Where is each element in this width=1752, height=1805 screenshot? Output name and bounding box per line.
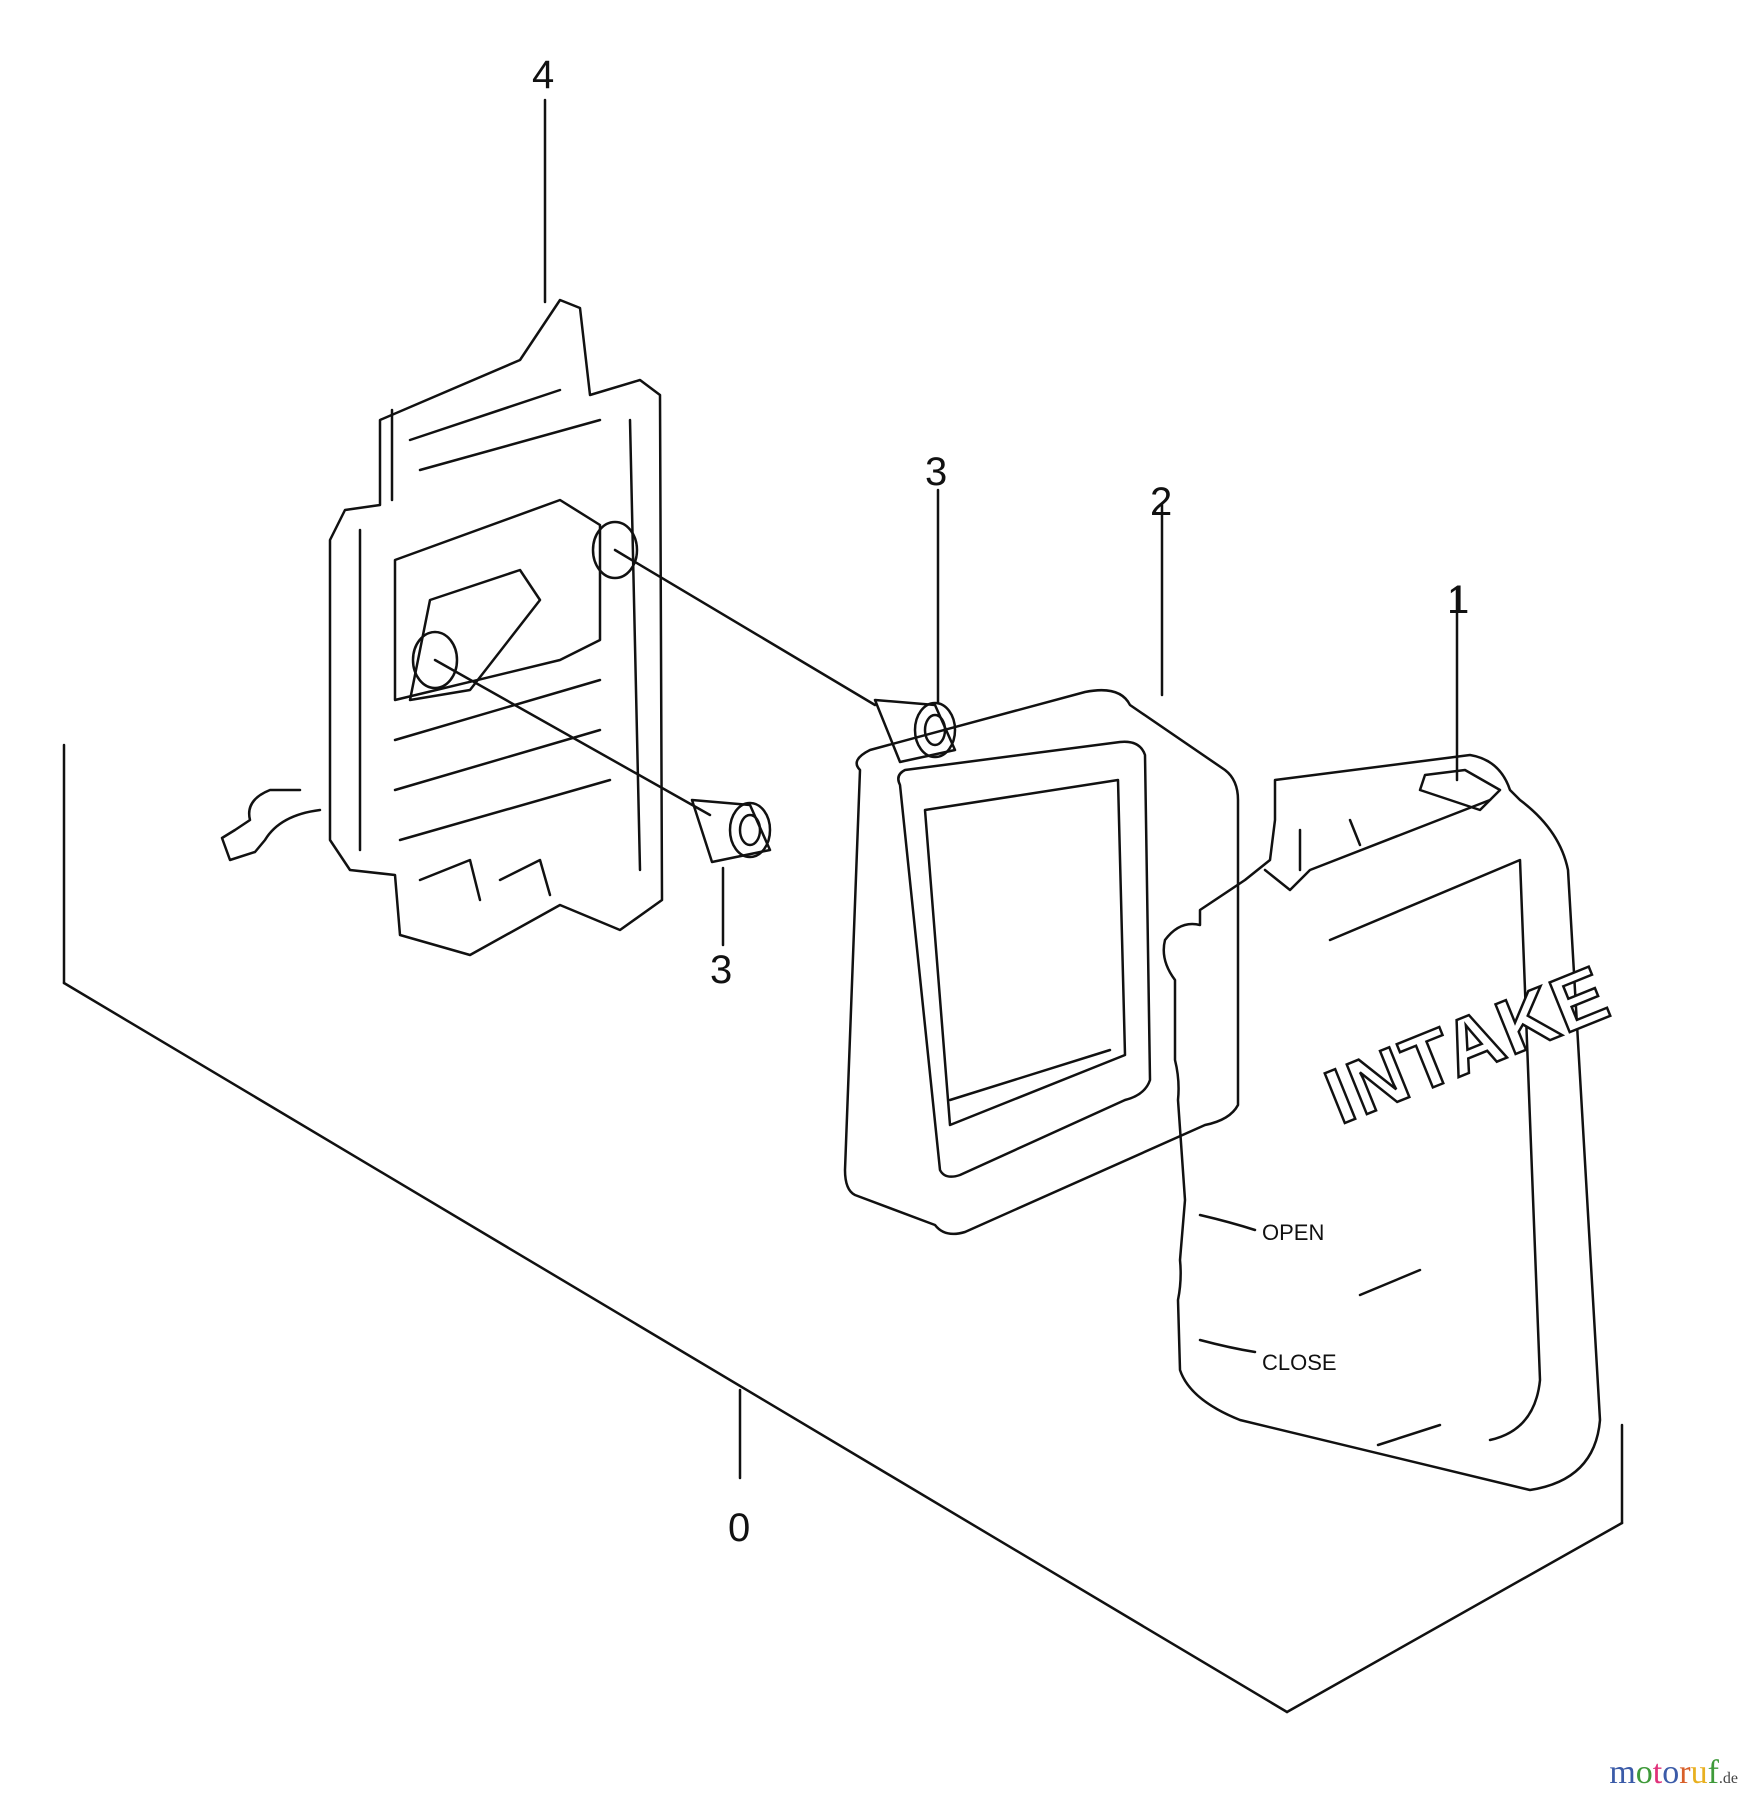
air-cleaner-base-drawing [220, 98, 664, 957]
callout-3-upper: 3 [925, 450, 948, 494]
open-label: OPEN [1262, 1220, 1324, 1245]
watermark-letter: f [1707, 1754, 1719, 1791]
cover-text: INTAKE OPEN CLOSE [1262, 947, 1623, 1375]
watermark-logo: motoruf.de [1609, 1754, 1738, 1792]
close-label: CLOSE [1262, 1350, 1337, 1375]
watermark-letter: m [1609, 1754, 1636, 1791]
watermark-letter: u [1690, 1754, 1708, 1791]
bushing-upper-drawing [873, 488, 957, 764]
watermark-tld: .de [1718, 1770, 1738, 1787]
callout-2: 2 [1150, 480, 1173, 524]
intake-cover-drawing [1162, 588, 1602, 1492]
watermark-letter: r [1679, 1754, 1691, 1791]
callout-4: 4 [532, 53, 555, 97]
watermark-letter: t [1652, 1754, 1663, 1791]
callout-1: 1 [1447, 578, 1470, 622]
assembly-bracket-lines [62, 743, 1624, 1714]
bushing-lower-drawing [690, 798, 772, 947]
watermark-letter: o [1662, 1754, 1680, 1791]
callout-0: 0 [728, 1506, 751, 1550]
callout-3-lower: 3 [710, 948, 733, 992]
center-lines [433, 548, 877, 817]
watermark-letter: o [1635, 1754, 1653, 1791]
intake-label: INTAKE [1313, 948, 1621, 1141]
foam-filter-drawing [843, 503, 1240, 1236]
